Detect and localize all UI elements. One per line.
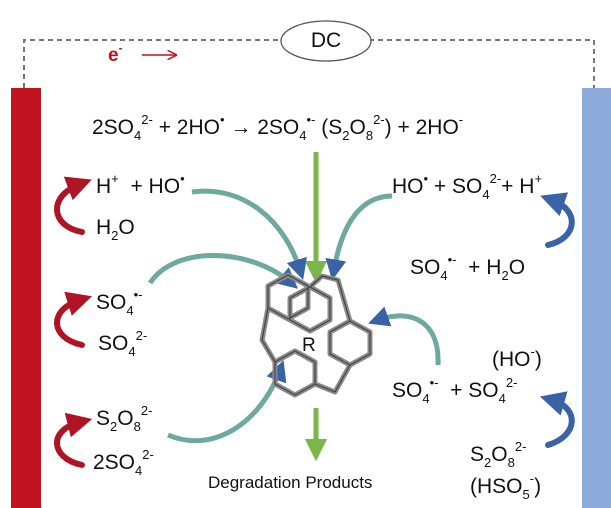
- anode-reaction-3-reactant: 2SO42-: [93, 447, 154, 479]
- dc-power-source: [280, 20, 372, 62]
- arrow-cathode-sulfate-to-r: [368, 306, 441, 366]
- circuit-wire-right: [369, 39, 595, 88]
- anode-arrow-2: [54, 291, 93, 348]
- cathode-reaction-2-reactant2: (HSO5-): [470, 471, 542, 503]
- anode-electrode: [11, 88, 41, 508]
- cathode-reaction-1-product: HO• + SO42-+ H+: [392, 171, 543, 203]
- cathode-arrow-2: [539, 391, 575, 448]
- anode-reaction-2-product: SO4•-: [96, 287, 143, 319]
- electron-label: e-: [108, 41, 123, 66]
- anode-reaction-3-product: S2O82-: [96, 403, 153, 435]
- cathode-reaction-1-reactant: SO4•- + H2O: [410, 252, 526, 284]
- cathode-electrode: [582, 88, 611, 508]
- anode-reaction-1-product: H+ + HO•: [96, 171, 185, 198]
- cathode-reaction-2-reactant: S2O82-: [470, 439, 527, 471]
- anode-arrow-3: [54, 412, 93, 468]
- top-equation: 2SO42- + 2HO• → 2SO4•- (S2O82-) + 2HO-: [92, 112, 464, 144]
- arrow-sulfate-radical-to-r: [147, 253, 299, 289]
- arrow-cathode-hydroxyl-to-r: [325, 193, 393, 281]
- cathode-arrow-1: [540, 192, 575, 248]
- circuit-wire-left: [23, 39, 283, 88]
- cathode-reaction-2-product2: SO4•- + SO42-: [392, 375, 518, 407]
- arrow-hydroxyl-to-r: [191, 188, 307, 281]
- anode-reaction-2-reactant: SO42-: [98, 328, 148, 360]
- arrow-persulfate-to-r: [167, 360, 287, 444]
- dc-label: DC: [310, 29, 342, 52]
- anode-arrow-1: [54, 176, 92, 235]
- anode-reaction-1-reactant: H2O: [96, 216, 135, 244]
- cathode-reaction-2-product: (HO-): [492, 344, 542, 371]
- degradation-products-label: Degradation Products: [208, 473, 373, 492]
- pollutant-label: R: [302, 335, 316, 356]
